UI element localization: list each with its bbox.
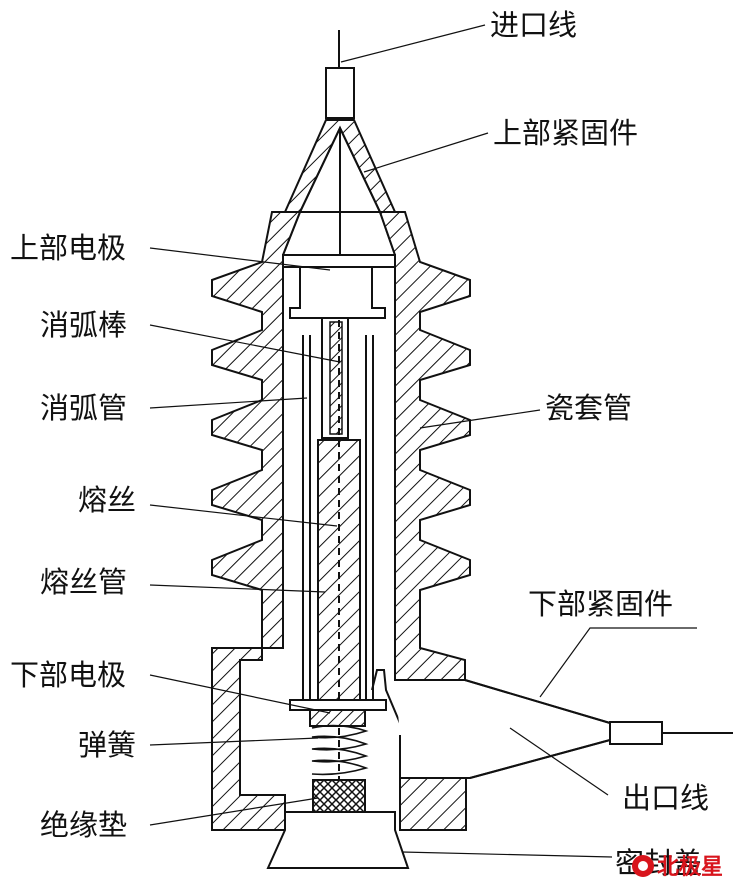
label-insulating-pad: 绝缘垫 [40, 808, 127, 842]
label-upper-electrode: 上部电极 [10, 231, 126, 265]
label-arc-tube: 消弧管 [40, 391, 127, 425]
watermark-logo: 北极星 [632, 855, 723, 880]
label-fuse: 熔丝 [78, 483, 136, 517]
sealing-cap-shape [266, 811, 410, 869]
leader-lines [149, 24, 697, 858]
label-porcelain-sleeve: 瓷套管 [545, 391, 632, 425]
label-arc-rod: 消弧棒 [40, 308, 127, 342]
inlet-wire-shape [325, 30, 355, 119]
label-inlet-wire: 进口线 [490, 8, 577, 42]
label-upper-fastener: 上部紧固件 [493, 116, 638, 150]
label-lower-electrode: 下部电极 [10, 658, 126, 692]
label-sealing-cap: 密封盖 [615, 846, 702, 880]
lower-fastener-shape [395, 679, 733, 831]
label-lower-fastener: 下部紧固件 [528, 587, 673, 621]
label-fuse-tube: 熔丝管 [40, 565, 127, 599]
upper-electrode-shape [282, 254, 396, 319]
label-spring: 弹簧 [78, 728, 136, 762]
label-outlet-wire: 出口线 [622, 781, 709, 815]
watermark-text: 北极星 [657, 855, 723, 880]
arc-tube-shape [302, 335, 374, 700]
spring-shape [311, 724, 369, 776]
upper-fastener-shape [282, 119, 397, 256]
lower-electrode-shape [289, 699, 387, 727]
porcelain-sleeve-right [378, 211, 471, 681]
insulating-pad-shape [312, 779, 366, 815]
arc-rod-shape [321, 317, 349, 439]
porcelain-sleeve-left [211, 211, 302, 831]
